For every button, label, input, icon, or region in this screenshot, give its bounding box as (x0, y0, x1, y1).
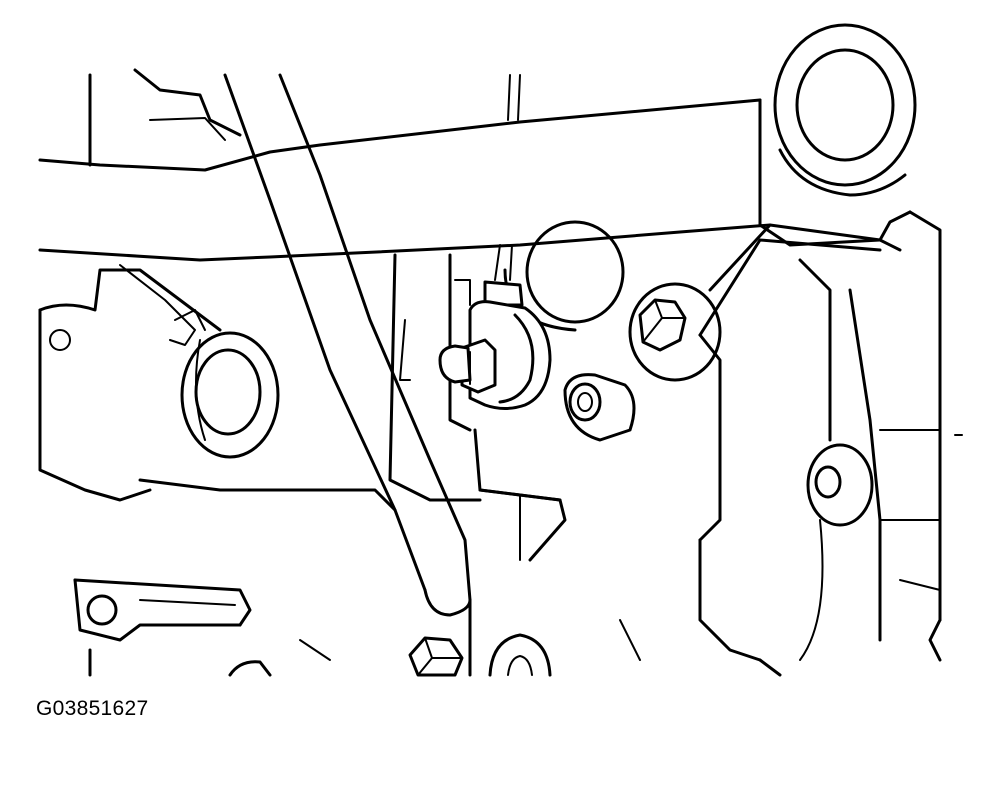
bottom-bolt (408, 636, 464, 677)
bottom-edge-lines (228, 619, 782, 677)
figure-code: G03851627 (36, 697, 149, 720)
bottom-round-boss (488, 633, 552, 677)
upper-crossbar (38, 68, 772, 262)
upper-right-boss (758, 23, 942, 622)
diagonal-pipe (223, 73, 472, 617)
knock-sensor (438, 74, 552, 410)
right-rib (698, 223, 963, 662)
left-housing (38, 264, 397, 512)
bottom-left-bracket (73, 578, 252, 677)
mounting-bolt (628, 282, 722, 382)
threaded-boss (563, 373, 636, 442)
